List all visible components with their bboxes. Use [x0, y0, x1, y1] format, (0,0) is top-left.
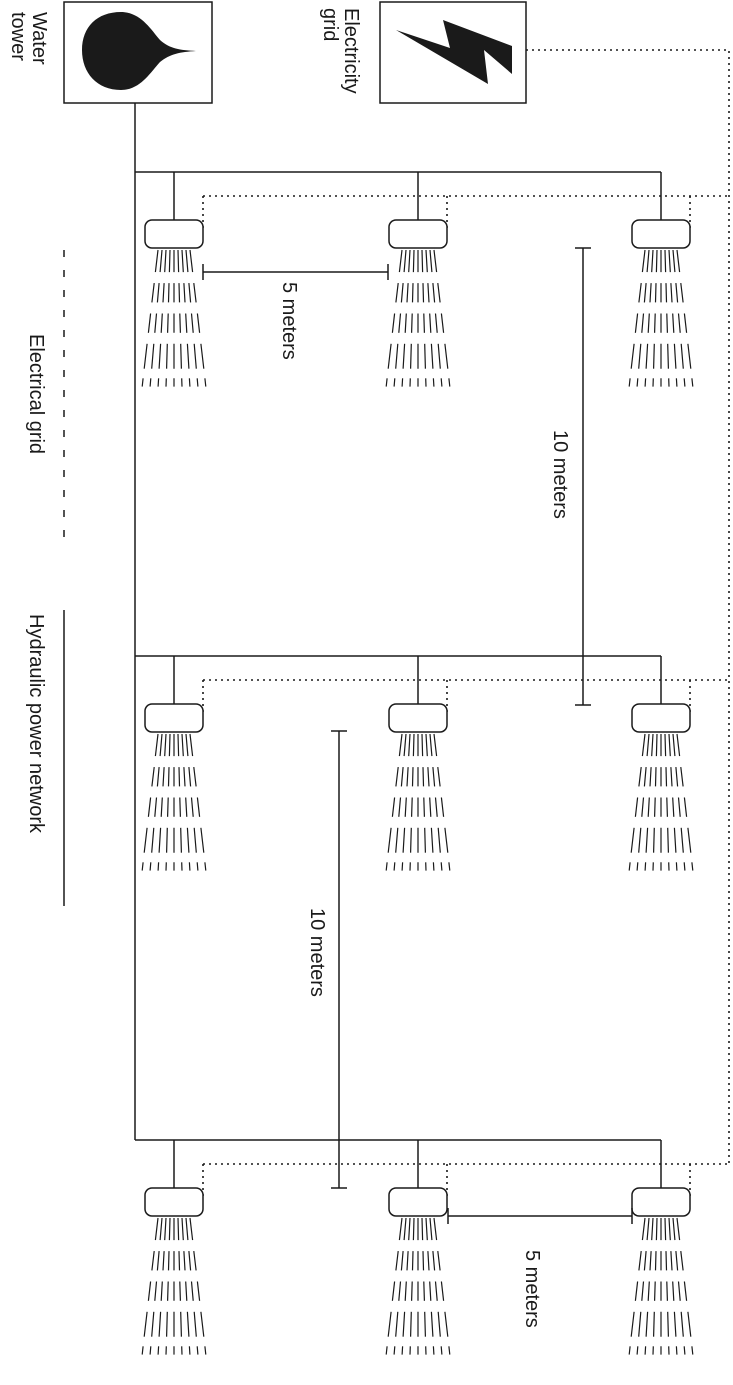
shower-head-r1c2: [385, 219, 451, 387]
shower-head-body: [388, 219, 448, 249]
shower-head-body: [144, 219, 204, 249]
shower-head-r2c2: [385, 703, 451, 871]
shower-head-r1c3: [628, 219, 694, 387]
legend-hydraulic-label: Hydraulic power network: [25, 614, 47, 834]
electric-supply-line: [526, 49, 730, 1166]
water-spray: [141, 733, 207, 871]
dimension-5m-bottom: 5 meters: [447, 1208, 633, 1328]
water-tower: Watertower: [7, 1, 213, 104]
shower-head-r1c1: [141, 219, 207, 387]
lightning-bolt-icon: [396, 20, 512, 84]
shower-head-body: [144, 1187, 204, 1217]
shower-head-body: [144, 703, 204, 733]
water-spray: [628, 1217, 694, 1355]
dimension-10m-middle-label: 10 meters: [306, 908, 328, 997]
shower-head-body: [631, 1187, 691, 1217]
shower-head-body: [631, 219, 691, 249]
shower-head-r3c1: [141, 1187, 207, 1355]
hydraulic-network: [134, 103, 662, 1188]
dimension-5m-top-label: 5 meters: [278, 282, 300, 360]
water-spray: [385, 249, 451, 387]
shower-head-r3c3: [628, 1187, 694, 1355]
dimension-5m-top: 5 meters: [202, 264, 389, 360]
shower-head-r2c3: [628, 703, 694, 871]
water-spray: [385, 733, 451, 871]
dimension-10m-middle: 10 meters: [306, 730, 347, 1189]
water-spray: [141, 249, 207, 387]
legend: Electrical grid Hydraulic power network: [25, 250, 65, 906]
dimension-10m-right: 10 meters: [549, 247, 591, 706]
electricity-grid-label: Electricitygrid: [319, 8, 362, 94]
dimension-10m-right-label: 10 meters: [549, 430, 571, 519]
water-drop-icon: [82, 12, 196, 90]
electricity-grid: Electricitygrid: [319, 1, 527, 104]
shower-heads: [141, 219, 694, 1355]
dimension-5m-bottom-label: 5 meters: [521, 1250, 543, 1328]
water-spray: [141, 1217, 207, 1355]
shower-head-body: [388, 1187, 448, 1217]
water-spray: [628, 249, 694, 387]
legend-electrical-label: Electrical grid: [25, 334, 47, 454]
shower-head-r2c1: [141, 703, 207, 871]
water-spray: [628, 733, 694, 871]
shower-head-body: [388, 703, 448, 733]
shower-head-r3c2: [385, 1187, 451, 1355]
shower-head-body: [631, 703, 691, 733]
water-tower-label: Watertower: [7, 12, 50, 65]
water-spray: [385, 1217, 451, 1355]
